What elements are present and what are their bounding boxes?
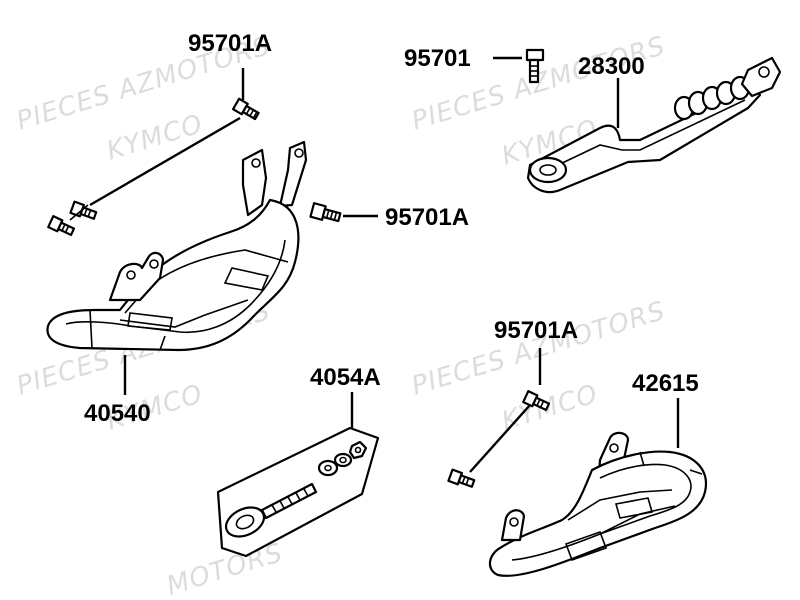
label-95701A-lower: 95701A <box>494 317 578 344</box>
label-95701: 95701 <box>404 45 471 72</box>
label-42615: 42615 <box>632 370 699 397</box>
watermark-text: PIECES AZMOTORS <box>408 296 669 402</box>
label-40540: 40540 <box>84 400 151 427</box>
label-4054A: 4054A <box>310 364 381 391</box>
part-28300-kick-lever <box>526 56 782 194</box>
label-95701A-upper: 95701A <box>188 30 272 57</box>
watermark-text: KYMCO <box>103 109 206 167</box>
bolt-group-95701A-lower <box>447 348 551 488</box>
label-95701A-middle: 95701A <box>385 204 469 231</box>
bolt-95701 <box>493 48 545 84</box>
bolt-group-95701A-upper <box>47 68 260 237</box>
label-28300: 28300 <box>578 53 645 80</box>
watermark-text: KYMCO <box>498 379 601 437</box>
part-4054A-kit <box>216 392 380 558</box>
bolt-95701A-middle <box>309 202 378 223</box>
part-40540-foot-bar <box>46 140 308 352</box>
part-42615-foot-bar <box>488 398 708 577</box>
part-labels: 95701A 95701 28300 95701A 40540 4054A 95… <box>84 30 699 427</box>
